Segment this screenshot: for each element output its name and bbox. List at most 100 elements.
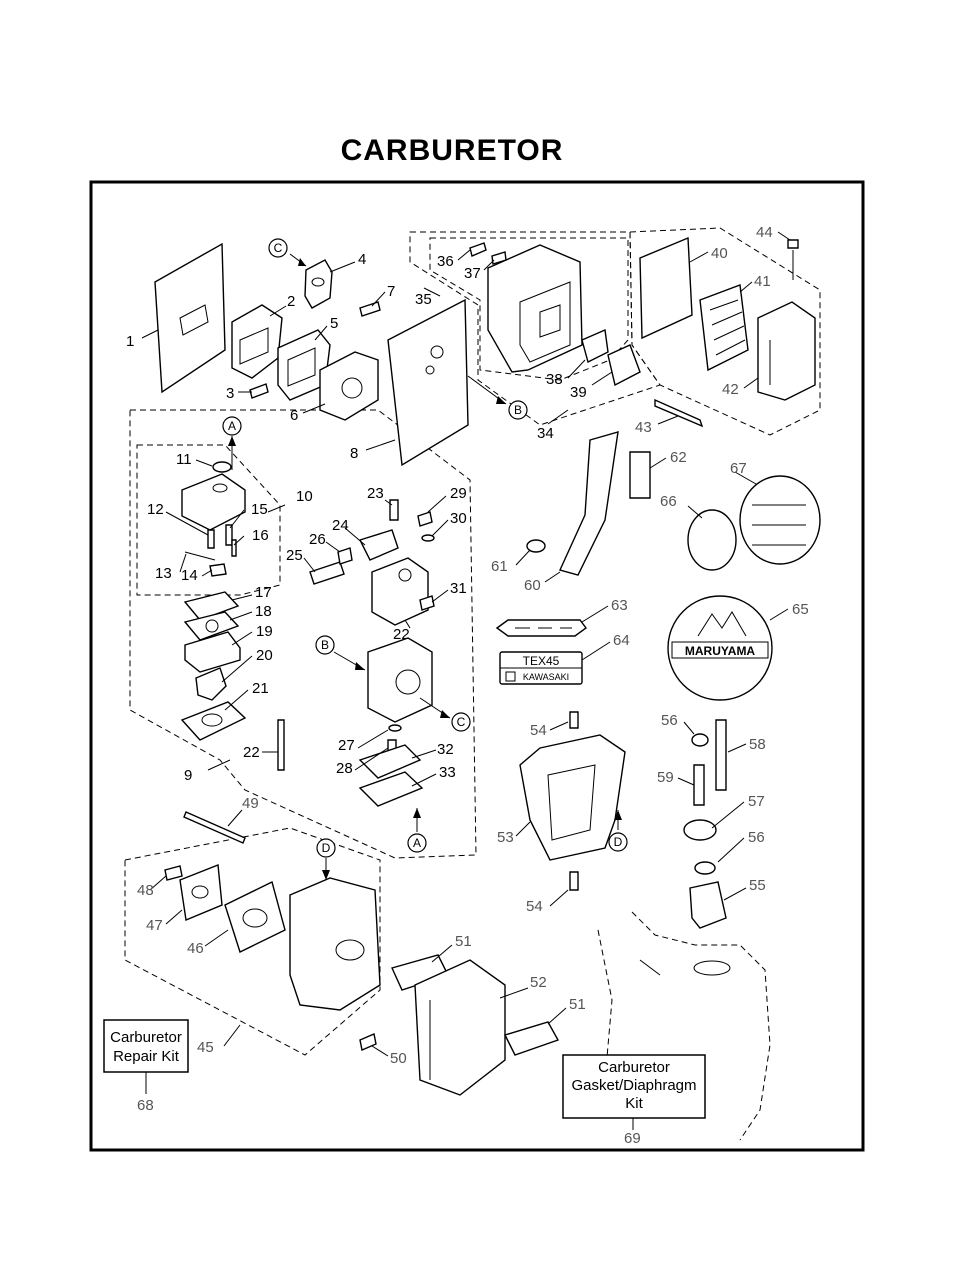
- label-25: 25: [286, 547, 303, 564]
- part-15-screw: [225, 524, 233, 546]
- part-17-gasket: [183, 591, 240, 621]
- callout-a-bottom: A: [407, 833, 427, 853]
- label-69: 69: [624, 1130, 641, 1147]
- part-21-cover: [180, 701, 247, 741]
- part-36-screw: [469, 242, 487, 257]
- part-44-screw: [787, 239, 799, 249]
- part-67-cap: [739, 475, 821, 565]
- part-22-screw-left: [277, 719, 285, 771]
- callout-arrows: [228, 253, 622, 880]
- label-6: 6: [290, 407, 298, 424]
- label-38: 38: [546, 371, 563, 388]
- part-number-labels: 1 2 3 4 5 6 7 8 9 10 11 12 13 14 15 16 1…: [126, 224, 809, 1147]
- label-22-center: 22: [393, 626, 410, 643]
- svg-text:D: D: [322, 841, 331, 855]
- label-28: 28: [336, 760, 353, 777]
- label-27: 27: [338, 737, 355, 754]
- svg-text:A: A: [413, 836, 421, 850]
- label-65: 65: [792, 601, 809, 618]
- label-55: 55: [749, 877, 766, 894]
- part-1-gasket: [154, 242, 226, 394]
- page-title: CARBURETOR: [340, 134, 564, 167]
- label-7: 7: [387, 283, 395, 300]
- part-19-pump-body: [184, 631, 241, 673]
- part-18-diaphragm: [183, 611, 240, 641]
- label-15: 15: [251, 501, 268, 518]
- label-49: 49: [242, 795, 259, 812]
- group-outline-34: [409, 231, 661, 426]
- part-52-cover: [414, 959, 506, 1096]
- label-35: 35: [415, 291, 432, 308]
- part-26-nut: [337, 547, 353, 565]
- gasket-kit-line3: Kit: [625, 1095, 643, 1112]
- leader-lines: [141, 231, 794, 1130]
- part-16-needle: [231, 539, 237, 557]
- repair-kit-box: Carburetor Repair Kit: [103, 1019, 189, 1073]
- label-50: 50: [390, 1050, 407, 1067]
- label-16: 16: [252, 527, 269, 544]
- gasket-kit-line1: Carburetor: [598, 1059, 670, 1076]
- label-41: 41: [754, 273, 771, 290]
- callout-a-top: A: [222, 416, 242, 436]
- part-54-screw-bottom: [569, 871, 579, 891]
- label-22-left: 22: [243, 744, 260, 761]
- label-37: 37: [464, 265, 481, 282]
- part-31-clip: [419, 595, 435, 611]
- part-61-clamp: [526, 539, 546, 553]
- part-33-plate: [358, 771, 424, 807]
- part-64-decal: TEX45 KAWASAKI: [499, 651, 583, 685]
- label-17: 17: [255, 584, 272, 601]
- part-56-washer-bottom: [694, 861, 716, 875]
- label-12: 12: [147, 501, 164, 518]
- label-57: 57: [748, 793, 765, 810]
- svg-text:D: D: [614, 835, 623, 849]
- label-62: 62: [670, 449, 687, 466]
- label-3: 3: [226, 385, 234, 402]
- label-46: 46: [187, 940, 204, 957]
- part-29-screw: [417, 511, 433, 527]
- label-36: 36: [437, 253, 454, 270]
- part-56-washer-top: [691, 733, 709, 747]
- part-11-seal: [212, 461, 232, 473]
- label-54-bottom: 54: [526, 898, 543, 915]
- part-engine-outline: [597, 911, 771, 1141]
- label-34: 34: [537, 425, 554, 442]
- part-5-plate: [277, 329, 331, 401]
- label-58: 58: [749, 736, 766, 753]
- label-48: 48: [137, 882, 154, 899]
- part-55-damper: [689, 881, 727, 929]
- part-27-oring: [388, 724, 402, 732]
- part-23-screw: [389, 499, 399, 521]
- part-46-gasket: [224, 880, 286, 953]
- label-4: 4: [358, 251, 366, 268]
- part-30-washer: [421, 534, 435, 542]
- part-40-filter: [639, 236, 693, 340]
- group-outline-45: [124, 827, 381, 1056]
- part-14-lever: [209, 563, 227, 577]
- label-18: 18: [255, 603, 272, 620]
- repair-kit-line2: Repair Kit: [113, 1048, 180, 1065]
- part-12-spring: [207, 529, 215, 549]
- label-40: 40: [711, 245, 728, 262]
- label-20: 20: [256, 647, 273, 664]
- label-59: 59: [657, 769, 674, 786]
- callout-c-mid: C: [451, 712, 471, 732]
- svg-text:C: C: [457, 715, 466, 729]
- part-25-bolt: [309, 561, 345, 585]
- callout-b-mid: B: [315, 635, 335, 655]
- group-outline-9: [129, 409, 477, 859]
- label-31: 31: [450, 580, 467, 597]
- part-carb-main-body: [367, 637, 433, 723]
- label-39: 39: [570, 384, 587, 401]
- label-24: 24: [332, 517, 349, 534]
- callout-d-left: D: [316, 838, 336, 858]
- svg-text:B: B: [321, 638, 329, 652]
- part-24-lever: [359, 529, 399, 561]
- label-8: 8: [350, 445, 358, 462]
- part-54-screw-top: [569, 711, 579, 729]
- label-32: 32: [437, 741, 454, 758]
- callout-c-top: C: [268, 238, 288, 258]
- group-outline-35: [429, 237, 629, 381]
- label-67: 67: [730, 460, 747, 477]
